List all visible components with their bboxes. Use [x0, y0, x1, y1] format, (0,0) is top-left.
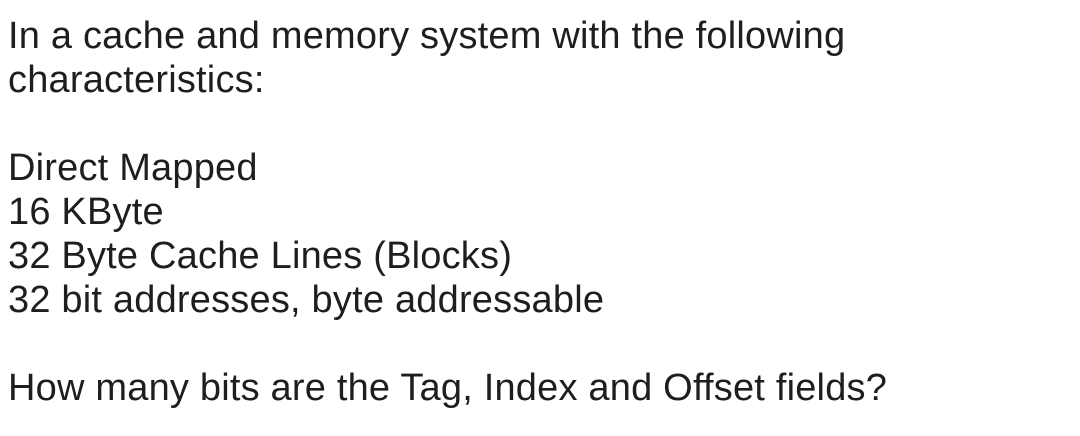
characteristic-mapping: Direct Mapped — [8, 147, 258, 189]
characteristic-line-size: 32 Byte Cache Lines (Blocks) — [8, 235, 513, 277]
question-block: In a cache and memory system with the fo… — [8, 15, 1080, 409]
characteristic-address-size: 32 bit addresses, byte addressable — [8, 279, 605, 321]
question-intro-line-2: characteristics: — [8, 59, 265, 101]
question-intro-line-1: In a cache and memory system with the fo… — [8, 15, 846, 57]
paragraph-spacer — [8, 322, 1080, 366]
paragraph-spacer — [8, 102, 1080, 146]
characteristic-cache-size: 16 KByte — [8, 191, 164, 233]
question-prompt: How many bits are the Tag, Index and Off… — [8, 367, 888, 409]
